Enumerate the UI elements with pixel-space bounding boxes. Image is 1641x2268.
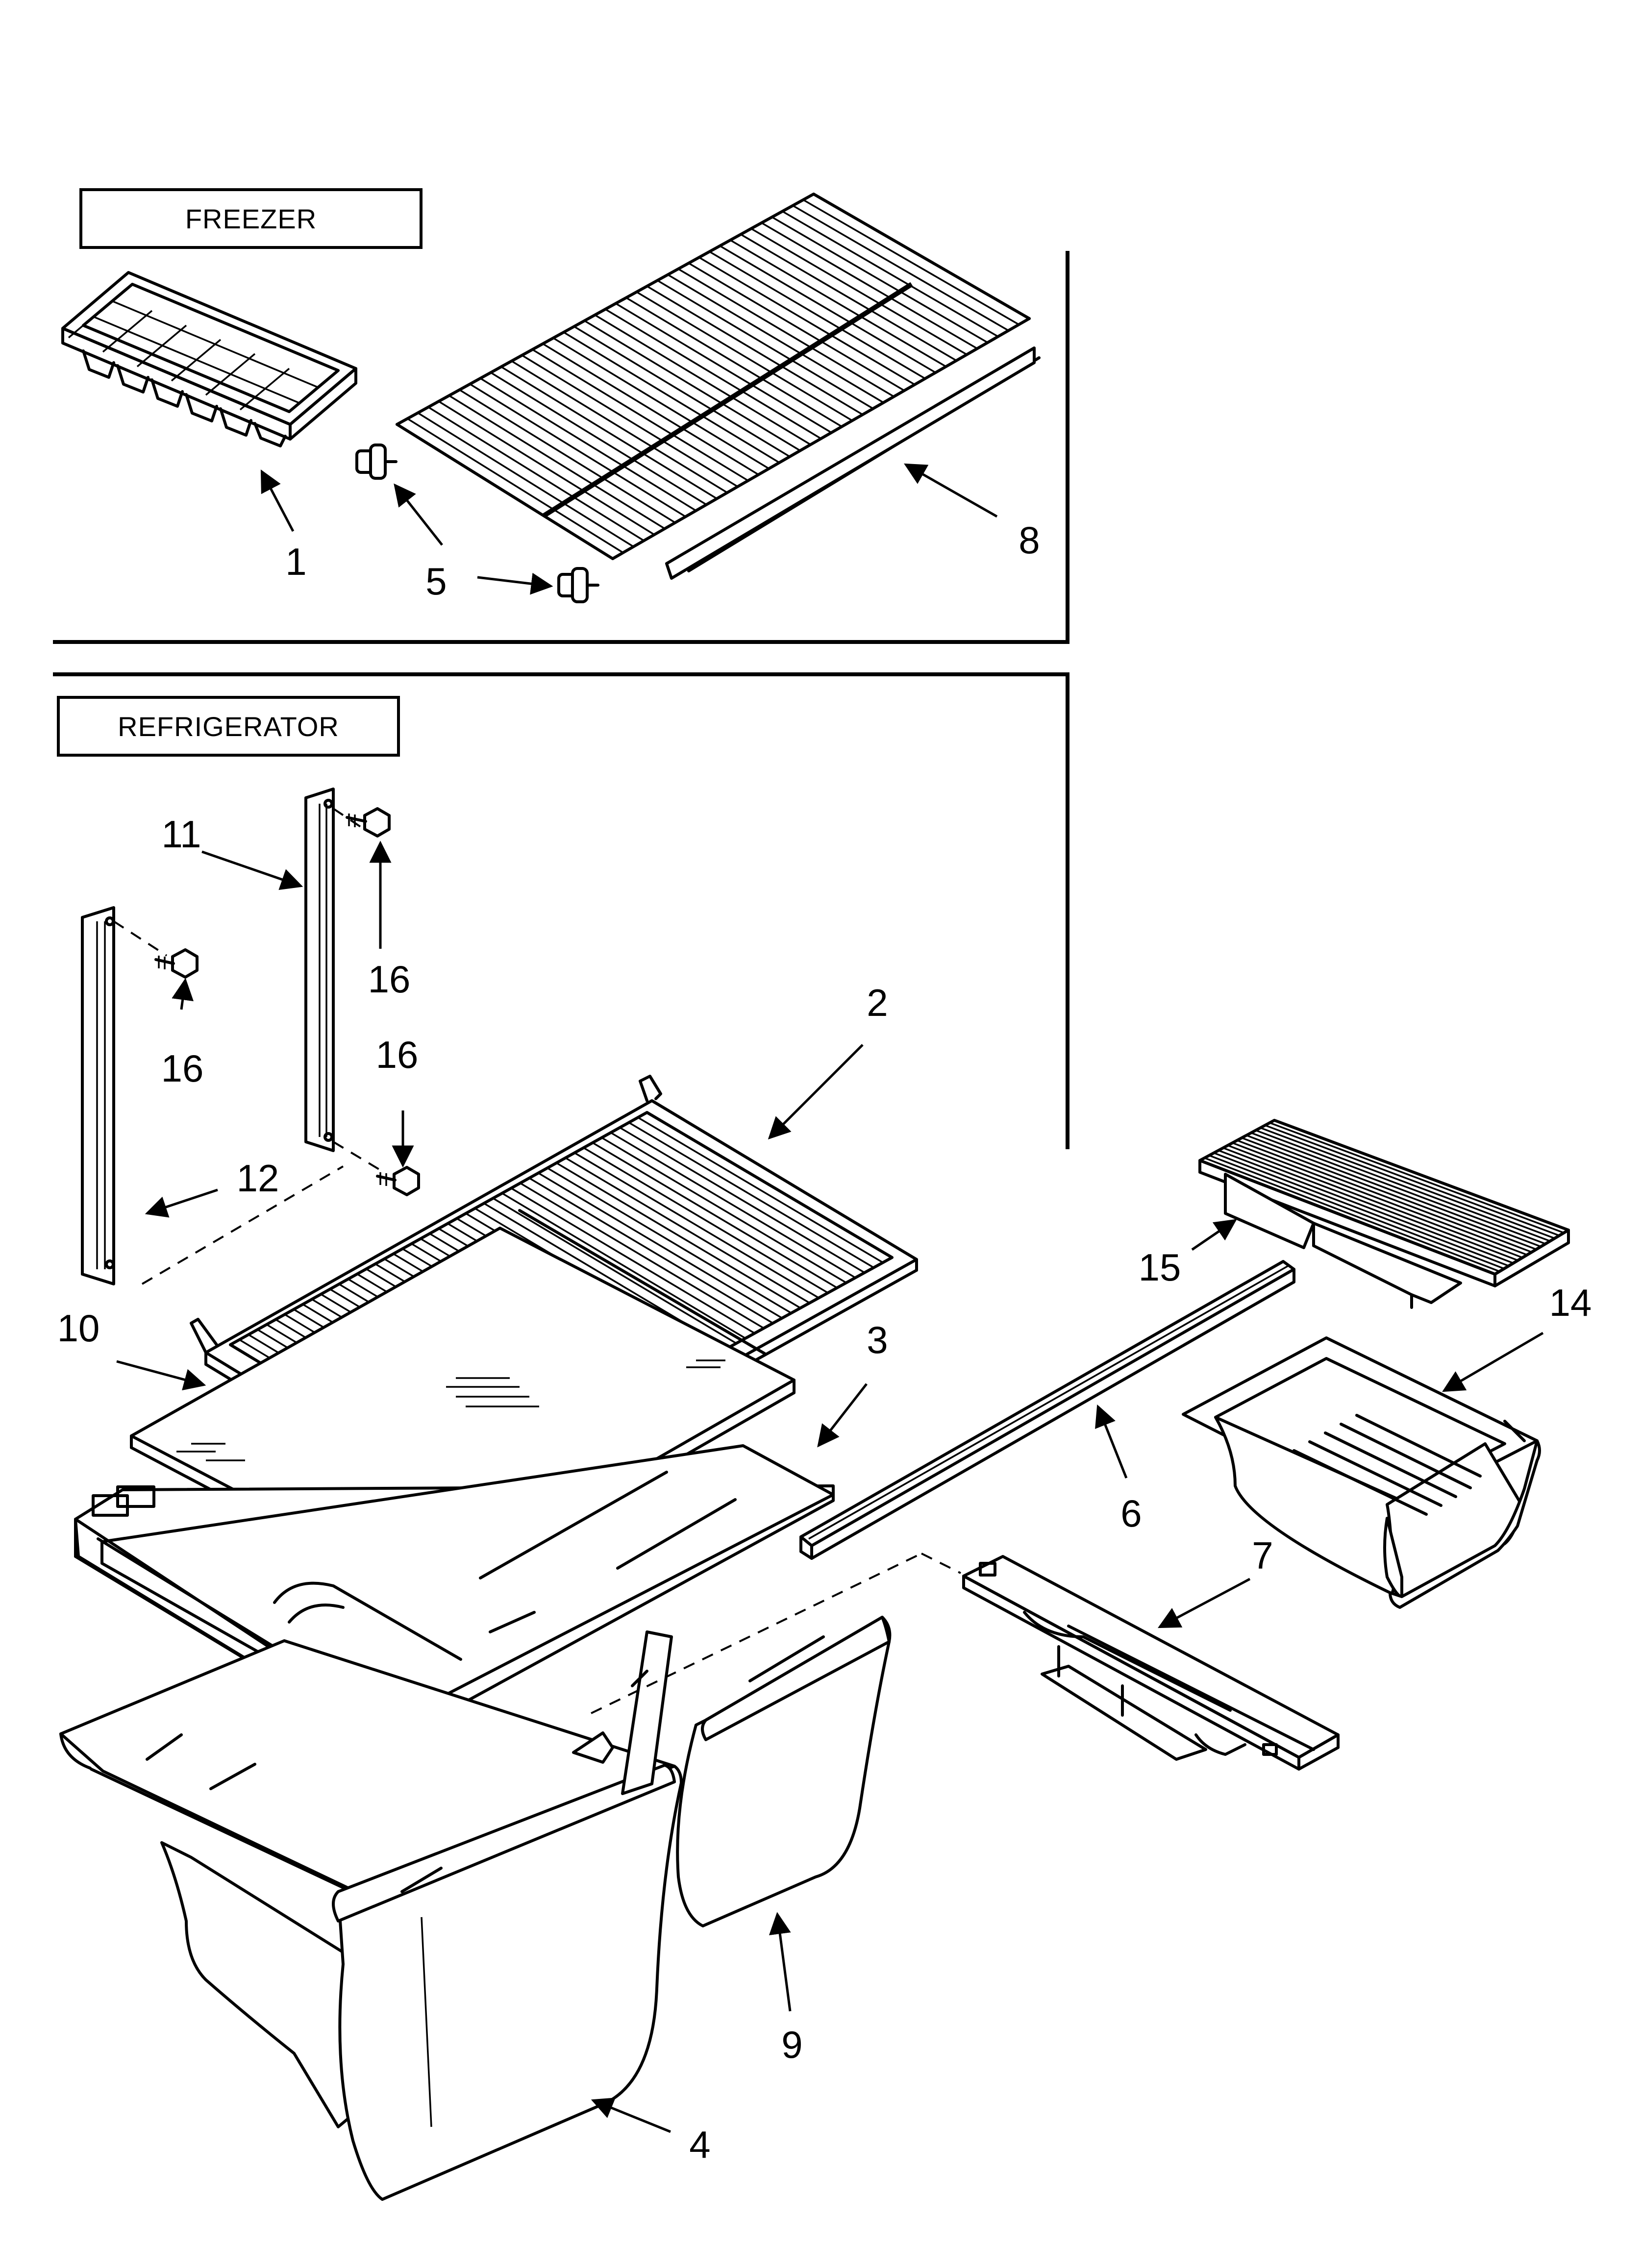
screw-part-16b — [154, 948, 199, 979]
callout-9: 9 — [781, 2023, 803, 2066]
callout-10: 10 — [57, 1307, 100, 1350]
callout-7: 7 — [1252, 1534, 1273, 1577]
shelf-ladder-part-11 — [304, 788, 335, 1152]
pan-cover-part-15 — [1198, 1119, 1570, 1309]
ladder-alignment-lines — [113, 808, 383, 1285]
freezer-section-label: FREEZER — [79, 188, 423, 249]
callout-3: 3 — [867, 1318, 888, 1361]
callout-14: 14 — [1549, 1281, 1592, 1324]
callout-1: 1 — [285, 540, 307, 583]
shelf-support-part-5b — [557, 567, 599, 603]
freezer-wire-shelf-part-8 — [396, 193, 1041, 580]
shelf-support-part-5a — [355, 444, 398, 480]
refrigerator-section-label: REFRIGERATOR — [57, 696, 400, 757]
callout-6: 6 — [1120, 1492, 1142, 1535]
callout-5: 5 — [425, 560, 447, 603]
refrigerator-frame — [53, 672, 1069, 1149]
callout-16-mid: 16 — [375, 1033, 419, 1076]
callout-8: 8 — [1019, 518, 1040, 562]
ice-cube-tray-part-1 — [61, 271, 357, 447]
callout-16-top: 16 — [368, 958, 411, 1001]
callout-4: 4 — [689, 2123, 711, 2166]
crisper-divider-part-6 — [799, 1260, 1295, 1560]
drawer-track-part-7 — [591, 1553, 1340, 1771]
callout-2: 2 — [867, 981, 888, 1024]
freezer-frame — [53, 251, 1069, 644]
callout-16-left: 16 — [161, 1047, 204, 1090]
callout-12: 12 — [236, 1157, 279, 1200]
leader-lines — [116, 463, 1544, 2133]
screw-part-16a — [346, 807, 391, 838]
callout-11: 11 — [161, 813, 201, 856]
crisper-drawer-part-9 — [572, 1616, 892, 1927]
callout-15: 15 — [1138, 1246, 1181, 1289]
crisper-drawer-part-4 — [59, 1639, 683, 2201]
screw-part-16c — [376, 1166, 420, 1196]
shelf-ladder-part-12 — [81, 906, 115, 1285]
meat-pan-part-14 — [1182, 1336, 1541, 1609]
